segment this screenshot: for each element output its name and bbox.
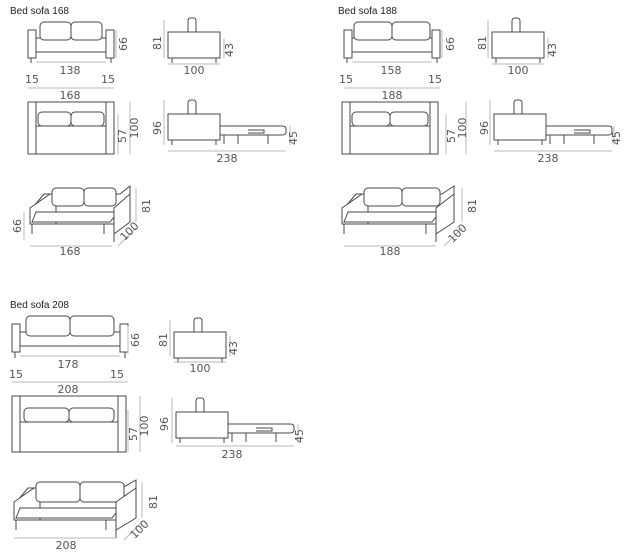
- dim-persp-back: 81: [147, 495, 160, 509]
- top-view: [27, 101, 115, 155]
- dim-seat-height: 43: [227, 341, 240, 355]
- dim-top-seat: 57: [445, 129, 458, 143]
- dim-mattress-height: 45: [287, 131, 300, 145]
- dim-total-width: 208: [58, 383, 79, 396]
- front-view: [343, 21, 441, 63]
- dim-arm-right: 15: [428, 73, 442, 86]
- dim-top-depth: 100: [456, 118, 469, 139]
- front-view: [27, 21, 115, 63]
- model-188: Bed sofa 188 158 15 15 188 66 81 43 100: [338, 6, 623, 258]
- dim-bed-length: 238: [538, 152, 559, 165]
- dim-top-depth: 100: [128, 118, 141, 139]
- top-view: [341, 101, 439, 155]
- dim-top-depth: 100: [138, 416, 151, 437]
- dim-persp-width: 188: [380, 245, 401, 258]
- dim-bed-length: 238: [217, 152, 238, 165]
- model-168: Bed sofa 168 138 15 15 168 66 81 43 100: [10, 6, 300, 258]
- dim-side-depth: 100: [508, 64, 529, 77]
- dim-persp-back: 81: [140, 199, 153, 213]
- dim-front-height: 66: [444, 37, 457, 51]
- dim-arm-left: 15: [25, 73, 39, 86]
- top-view: [11, 395, 127, 453]
- dim-side-depth: 100: [190, 362, 211, 375]
- model-title: Bed sofa 168: [10, 6, 69, 17]
- dim-arm-left: 15: [9, 368, 23, 381]
- model-title: Bed sofa 188: [338, 6, 397, 17]
- dim-total-width: 188: [382, 89, 403, 102]
- dim-side-height: 81: [476, 36, 489, 50]
- dim-top-seat: 57: [116, 129, 129, 143]
- dim-top-seat: 57: [127, 427, 140, 441]
- dim-side-height: 81: [151, 36, 164, 50]
- dim-mattress-height: 45: [293, 429, 306, 443]
- dim-front-height: 66: [117, 37, 130, 51]
- perspective-view: [13, 479, 137, 538]
- dim-bed-height: 96: [158, 417, 171, 431]
- dim-bed-height: 96: [151, 121, 164, 135]
- dim-persp-back: 81: [466, 199, 479, 213]
- dim-bed-length: 238: [222, 448, 243, 461]
- perspective-view: [29, 184, 131, 242]
- perspective-view: [341, 185, 455, 242]
- dim-side-depth: 100: [184, 64, 205, 77]
- model-208: Bed sofa 208 178 15 15 208 66 81 43 100: [9, 300, 306, 552]
- dim-side-height: 81: [157, 333, 170, 347]
- dim-mattress-height: 45: [610, 131, 623, 145]
- dim-inner-width: 178: [58, 358, 79, 371]
- dim-inner-width: 138: [60, 64, 81, 77]
- dim-seat-height: 43: [223, 43, 236, 57]
- dim-arm-right: 15: [101, 73, 115, 86]
- dim-total-width: 168: [60, 89, 81, 102]
- dim-seat-height: 43: [546, 43, 559, 57]
- dim-persp-width: 208: [56, 539, 77, 552]
- front-view: [11, 315, 129, 358]
- dim-persp-width: 168: [60, 245, 81, 258]
- dim-front-height: 66: [129, 333, 142, 347]
- dim-arm-left: 15: [339, 73, 353, 86]
- dim-inner-width: 158: [381, 64, 402, 77]
- dim-arm-right: 15: [110, 368, 124, 381]
- model-title: Bed sofa 208: [10, 300, 69, 311]
- dim-bed-height: 96: [478, 121, 491, 135]
- dim-persp-height: 66: [11, 219, 24, 233]
